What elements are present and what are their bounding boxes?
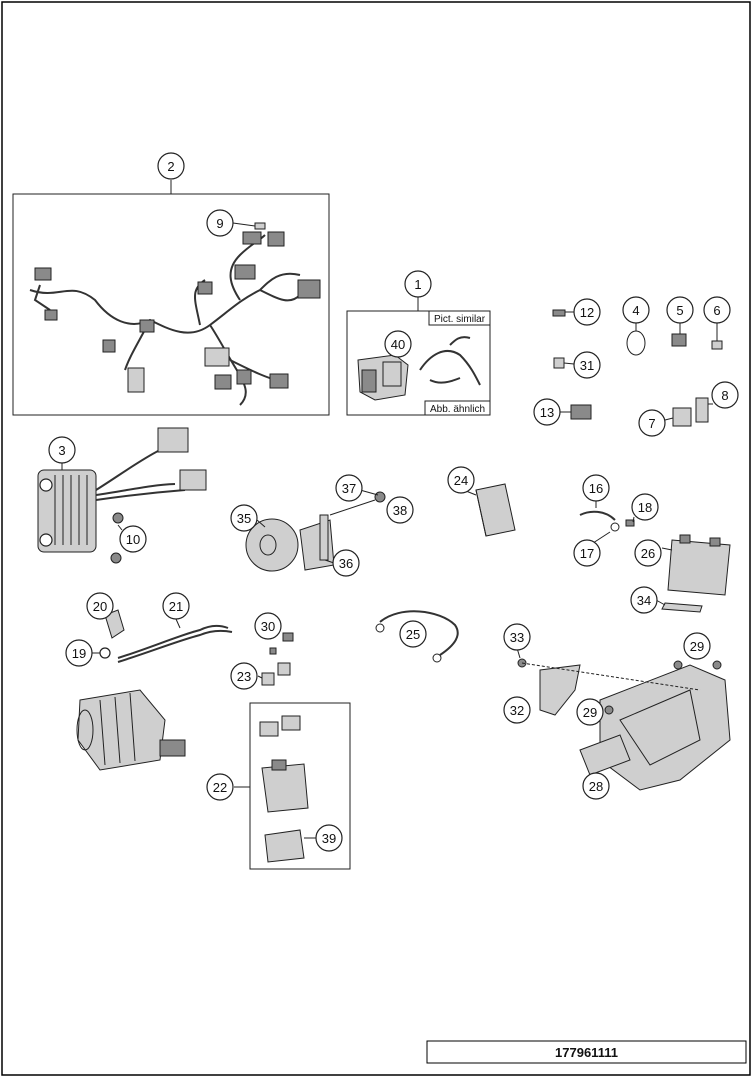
callout-8: 8 (711, 381, 739, 409)
svg-text:36: 36 (339, 556, 353, 571)
callout-16: 16 (582, 474, 610, 502)
svg-text:3: 3 (58, 443, 65, 458)
callout-29a: 29 (683, 632, 711, 660)
abb-aehnlich-label: Abb. ähnlich (430, 404, 485, 415)
starter-motor-group (76, 689, 186, 771)
callout-4: 4 (622, 296, 650, 324)
callout-3: 3 (48, 436, 76, 464)
fuse-group (257, 632, 294, 686)
svg-text:35: 35 (237, 511, 251, 526)
callout-2: 2 (157, 152, 185, 180)
svg-text:9: 9 (216, 216, 223, 231)
svg-text:20: 20 (93, 599, 107, 614)
svg-text:25: 25 (406, 627, 420, 642)
callout-29b: 29 (576, 698, 604, 726)
svg-text:6: 6 (713, 303, 720, 318)
callout-19: 19 (65, 639, 93, 667)
svg-text:29: 29 (583, 705, 597, 720)
svg-text:37: 37 (342, 481, 356, 496)
callout-22: 22 (206, 773, 234, 801)
callout-9: 9 (206, 209, 234, 237)
svg-text:8: 8 (721, 388, 728, 403)
callout-36: 36 (332, 549, 360, 577)
callout-30: 30 (254, 612, 282, 640)
cable-group (90, 609, 233, 663)
callout-21: 21 (162, 592, 190, 620)
svg-text:33: 33 (510, 630, 524, 645)
small-parts-group (552, 309, 723, 427)
regulator-group (37, 427, 207, 564)
callout-35: 35 (230, 504, 258, 532)
callout-38: 38 (386, 496, 414, 524)
svg-text:7: 7 (648, 416, 655, 431)
pict-similar-tag (428, 310, 491, 326)
callout-1: 1 (404, 270, 432, 298)
pict-similar-label: Pict. similar (434, 314, 486, 325)
part-24-group (465, 483, 516, 537)
svg-text:24: 24 (454, 473, 468, 488)
harness-wire (29, 272, 301, 334)
svg-text:26: 26 (641, 546, 655, 561)
callout-13: 13 (533, 398, 561, 426)
svg-text:22: 22 (213, 780, 227, 795)
svg-text:34: 34 (637, 593, 651, 608)
svg-text:18: 18 (638, 500, 652, 515)
callout-23: 23 (230, 662, 258, 690)
callout-33: 33 (503, 623, 531, 651)
callout-31: 31 (573, 351, 601, 379)
drawing-number-box: 177961111 (426, 1040, 747, 1064)
callout-17: 17 (573, 539, 601, 567)
svg-text:4: 4 (632, 303, 639, 318)
callout-18: 18 (631, 493, 659, 521)
svg-text:23: 23 (237, 669, 251, 684)
callout-34: 34 (630, 586, 658, 614)
callout-25: 25 (399, 620, 427, 648)
callout-32: 32 (503, 696, 531, 724)
svg-text:29: 29 (690, 639, 704, 654)
svg-text:19: 19 (72, 646, 86, 661)
callout-26: 26 (634, 539, 662, 567)
callout-39: 39 (315, 824, 343, 852)
svg-text:16: 16 (589, 481, 603, 496)
svg-text:40: 40 (391, 337, 405, 352)
battery-holder-group (516, 647, 731, 791)
svg-text:32: 32 (510, 703, 524, 718)
relay-group (234, 702, 351, 870)
abb-aehnlich-tag (424, 400, 491, 416)
callout-40: 40 (384, 330, 412, 358)
svg-text:10: 10 (126, 532, 140, 547)
callout-24: 24 (447, 466, 475, 494)
svg-text:39: 39 (322, 831, 336, 846)
callout-5: 5 (666, 296, 694, 324)
svg-text:38: 38 (393, 503, 407, 518)
battery-group (579, 500, 731, 613)
drawing-number: 177961111 (555, 1045, 618, 1060)
svg-text:28: 28 (589, 779, 603, 794)
callout-6: 6 (703, 296, 731, 324)
part-1-group: Pict. similar Abb. ähnlich (346, 297, 491, 416)
svg-text:2: 2 (167, 159, 174, 174)
horn-group (245, 489, 386, 572)
svg-text:21: 21 (169, 599, 183, 614)
wiring-harness-group (12, 180, 330, 416)
callout-12: 12 (573, 298, 601, 326)
svg-text:31: 31 (580, 358, 594, 373)
svg-text:17: 17 (580, 546, 594, 561)
relay-box (249, 702, 351, 870)
callout-7: 7 (638, 409, 666, 437)
svg-text:13: 13 (540, 405, 554, 420)
svg-text:30: 30 (261, 619, 275, 634)
svg-text:1: 1 (414, 277, 421, 292)
svg-text:12: 12 (580, 305, 594, 320)
callout-10: 10 (119, 525, 147, 553)
callout-20: 20 (86, 592, 114, 620)
callout-28: 28 (582, 772, 610, 800)
svg-text:5: 5 (676, 303, 683, 318)
callout-37: 37 (335, 474, 363, 502)
